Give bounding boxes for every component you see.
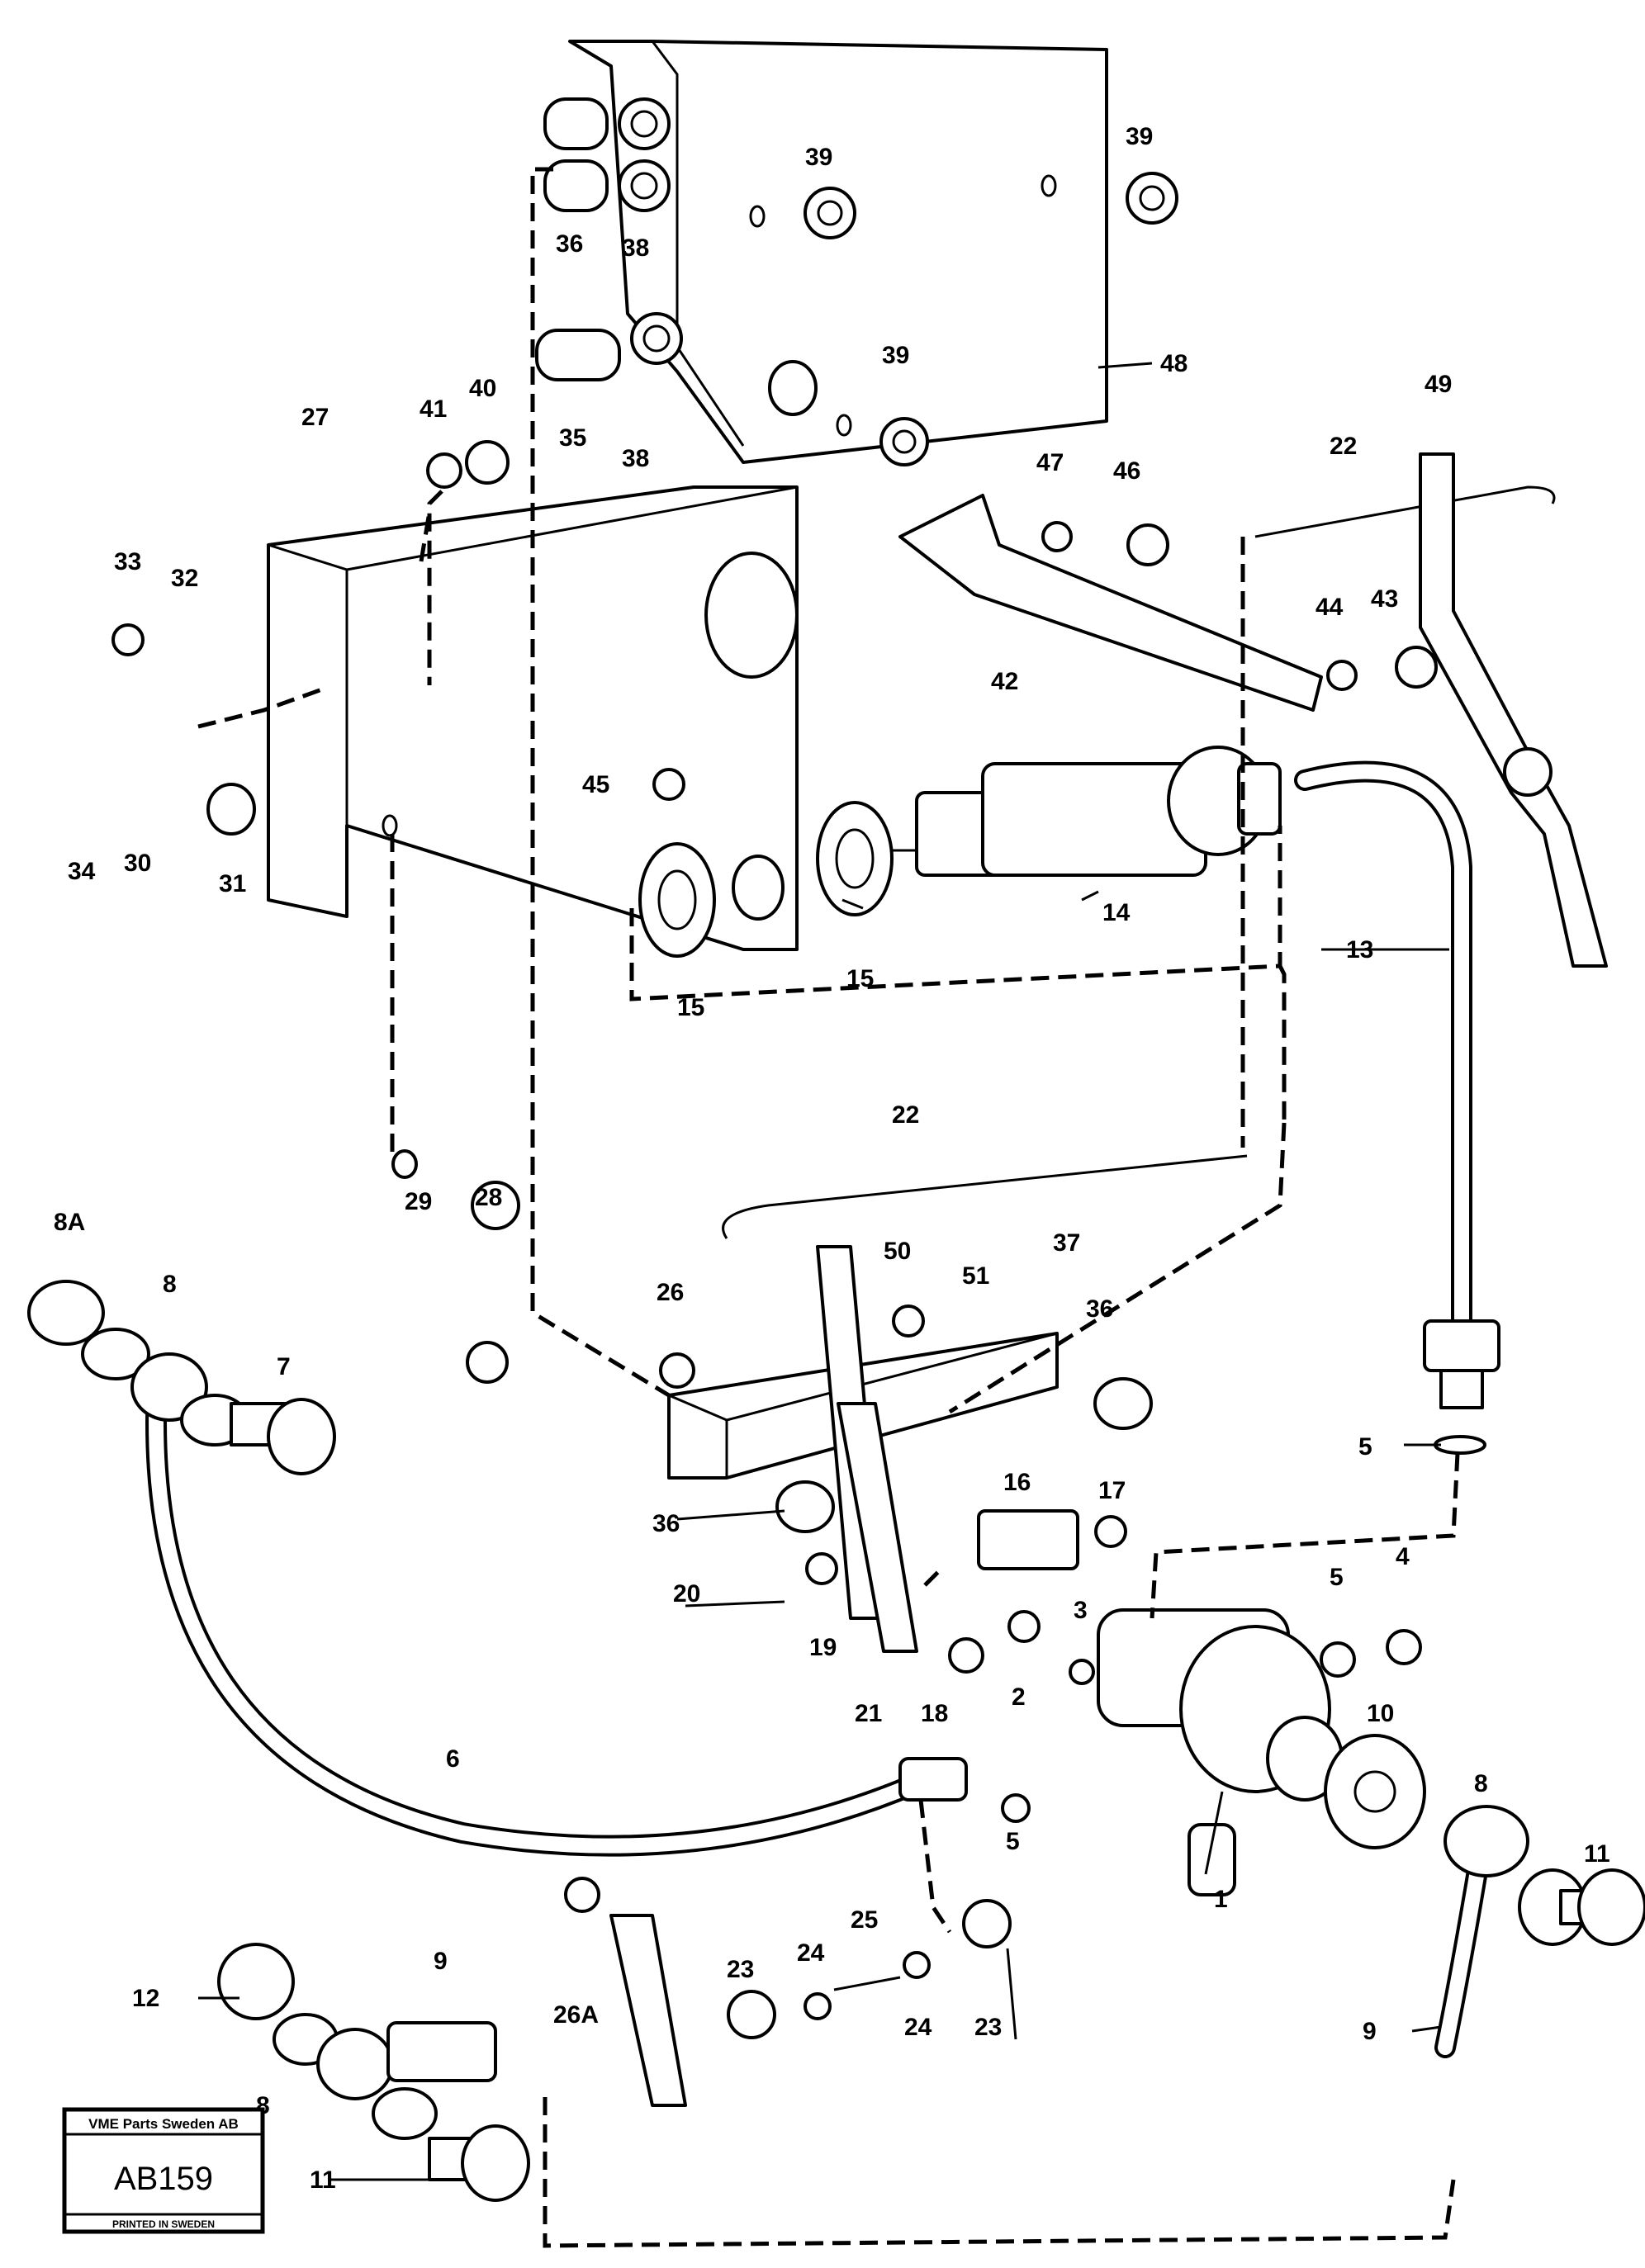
label-31: 31	[219, 870, 246, 897]
label-9-right: 9	[1363, 2018, 1377, 2045]
label-1: 1	[1214, 1886, 1228, 1913]
label-49: 49	[1425, 371, 1452, 398]
bushing-and-nut-parts-36-38	[535, 97, 1178, 466]
label-19: 19	[809, 1634, 837, 1661]
label-24-left: 24	[797, 1939, 825, 1967]
label-23-left: 23	[727, 1956, 754, 1983]
banjo-12	[217, 1943, 530, 2202]
label-16: 16	[1003, 1469, 1031, 1496]
hose-6	[145, 1376, 968, 1857]
label-44: 44	[1316, 594, 1344, 621]
small-hardware	[111, 440, 1438, 1823]
housing-cover-48	[568, 40, 1108, 464]
label-8-left: 8	[163, 1271, 177, 1298]
label-22-upper: 22	[1330, 433, 1357, 460]
label-2: 2	[1012, 1683, 1026, 1711]
label-36-top: 36	[556, 230, 583, 258]
label-41: 41	[420, 395, 447, 423]
stamp-printed: PRINTED IN SWEDEN	[112, 2218, 215, 2230]
label-47: 47	[1036, 449, 1064, 476]
label-25: 25	[851, 1906, 878, 1934]
label-27: 27	[301, 404, 329, 431]
label-23-right: 23	[974, 2014, 1002, 2041]
label-46: 46	[1113, 457, 1140, 485]
label-30: 30	[124, 850, 151, 877]
label-36-left: 36	[652, 1510, 680, 1537]
label-6: 6	[446, 1745, 460, 1773]
label-10: 10	[1367, 1700, 1394, 1727]
label-50: 50	[884, 1238, 911, 1265]
label-4: 4	[1396, 1543, 1410, 1570]
stamp-code: AB159	[114, 2161, 213, 2197]
assembly-dashed-lines	[197, 167, 1460, 2248]
label-11-right: 11	[1584, 1840, 1610, 1868]
label-14: 14	[1102, 899, 1131, 926]
label-33: 33	[114, 548, 141, 575]
label-43: 43	[1371, 585, 1398, 613]
label-32: 32	[171, 565, 198, 592]
label-3: 3	[1074, 1597, 1088, 1624]
label-39-bottom: 39	[882, 342, 909, 369]
label-24-right: 24	[904, 2014, 932, 2041]
linkage-23-25	[564, 1877, 1012, 2107]
callout-labels: 1 2 3 4 5 5 5 6 7 8 8 8 8A 9 9 10 11 11 …	[54, 123, 1610, 2194]
stamp-company: VME Parts Sweden AB	[88, 2116, 239, 2132]
label-40: 40	[469, 375, 496, 402]
label-8a: 8A	[54, 1209, 85, 1236]
label-38-top: 38	[622, 234, 649, 262]
label-8-right: 8	[1474, 1770, 1488, 1797]
label-5-hose: 5	[1006, 1828, 1020, 1855]
label-38-bottom: 38	[622, 445, 649, 472]
label-22-lower: 22	[892, 1101, 919, 1129]
leader-lines	[198, 362, 1449, 2181]
label-34: 34	[68, 858, 96, 885]
label-11-bottom: 11	[310, 2166, 336, 2194]
label-42: 42	[991, 668, 1018, 695]
label-13: 13	[1346, 936, 1373, 964]
label-36-right: 36	[1086, 1295, 1113, 1323]
banjo-8a	[27, 1280, 336, 1475]
label-26: 26	[657, 1279, 684, 1306]
label-35: 35	[559, 424, 586, 452]
hose-9-right	[1434, 1805, 1645, 2058]
label-39-right: 39	[1126, 123, 1153, 150]
bracket-27	[267, 485, 799, 951]
label-15-left: 15	[677, 994, 704, 1021]
label-45: 45	[582, 771, 609, 798]
cylinder-14	[638, 746, 1282, 958]
frame-37	[667, 1245, 1059, 1653]
pipe-13	[1294, 760, 1500, 1455]
label-18: 18	[921, 1700, 948, 1727]
label-20: 20	[673, 1580, 700, 1607]
valve-1	[1097, 1608, 1426, 1896]
link-rod-22-lower	[722, 1154, 1248, 1239]
label-7: 7	[277, 1353, 291, 1380]
label-37: 37	[1053, 1229, 1080, 1257]
label-48: 48	[1160, 350, 1188, 377]
label-17: 17	[1098, 1477, 1126, 1504]
label-15-right: 15	[846, 965, 874, 992]
label-12: 12	[132, 1985, 159, 2012]
label-26a: 26A	[553, 2001, 599, 2029]
lever-49	[1419, 452, 1608, 968]
label-9-bottom: 9	[434, 1948, 448, 1975]
label-5-valve: 5	[1330, 1564, 1344, 1591]
vme-stamp: VME Parts Sweden AB AB159 PRINTED IN SWE…	[62, 2107, 265, 2234]
arm-42	[898, 494, 1323, 712]
label-39-left: 39	[805, 144, 832, 171]
label-21: 21	[855, 1700, 882, 1727]
label-51: 51	[962, 1262, 989, 1290]
label-28: 28	[475, 1184, 502, 1211]
link-rod-22-upper	[1254, 485, 1556, 538]
label-5-pipe: 5	[1358, 1433, 1372, 1461]
label-29: 29	[405, 1188, 432, 1215]
